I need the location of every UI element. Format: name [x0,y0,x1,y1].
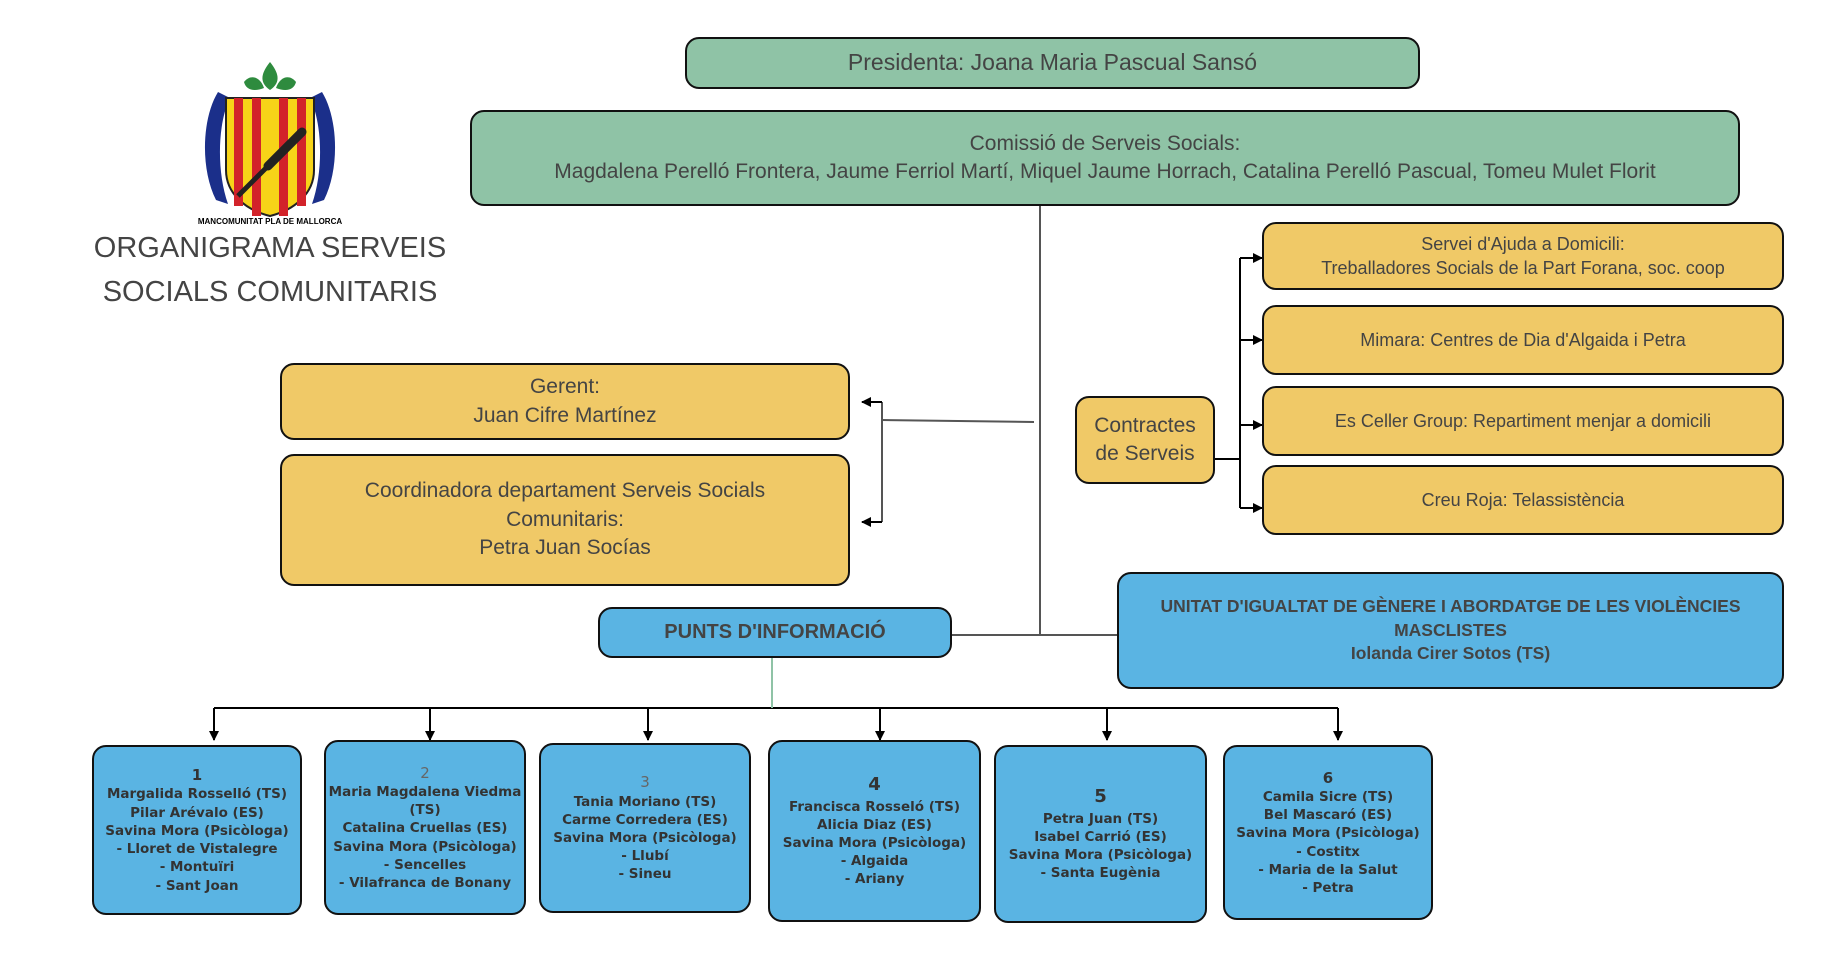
punt-line: - Santa Eugènia [1040,865,1161,882]
contract-box-ajuda-domicili: Servei d'Ajuda a Domicili: Treballadores… [1262,222,1784,290]
presidenta-box: Presidenta: Joana Maria Pascual Sansó [685,37,1420,89]
coordinadora-line1: Coordinadora departament Serveis Socials [364,479,766,503]
contractes-line2: de Serveis [1095,442,1195,465]
punt-line: Margalida Rosselló (TS) [106,786,288,803]
punt-line: - Sant Joan [155,877,239,894]
organigrama-title-line1: ORGANIGRAMA SERVEIS [93,232,447,264]
punt-line: - Lloret de Vistalegre [116,841,278,858]
punt-line: Tania Moriano (TS) [573,793,717,810]
contractes-box: Contractes de Serveis [1075,396,1215,484]
unitat-line2: MASCLISTES [1394,619,1507,640]
punt-line: Savina Mora (Psicòloga) [333,838,517,855]
logo-caption: MANCOMUNITAT PLA DE MALLORCA [198,217,342,226]
comissio-title: Comissió de Serveis Socials: [969,131,1241,155]
punt-number: 2 [420,763,430,782]
punt-line: Pilar Arévalo (ES) [130,804,264,821]
punt-line: - Llubí [621,848,669,865]
punt-informacio-6: 6 Camila Sicre (TS) Bel Mascaró (ES) Sav… [1223,745,1433,920]
contract-line1: Mimara: Centres de Dia d'Algaida i Petra [1360,329,1686,350]
punt-line: Savina Mora (Psicòloga) [105,822,289,839]
coordinadora-line2: Comunitaris: [506,507,624,531]
punt-informacio-4: 4 Francisca Rosseló (TS) Alicia Diaz (ES… [768,740,981,922]
coordinadora-box: Coordinadora departament Serveis Socials… [280,454,850,586]
punt-line: - Sineu [618,866,672,883]
punt-line: - Costitx [1296,843,1360,860]
punt-line: Savina Mora (Psicòloga) [1236,825,1420,842]
punt-line: Carme Corredera (ES) [562,811,728,828]
punts-informacio-label: PUNTS D'INFORMACIÓ [664,621,886,643]
organigrama-title-line2: SOCIALS COMUNITARIS [102,276,438,308]
punt-number: 5 [1094,786,1107,808]
coordinadora-name: Petra Juan Socías [479,536,651,560]
punt-line: Savina Mora (Psicòloga) [553,830,737,847]
gerent-box: Gerent: Juan Cifre Martínez [280,363,850,440]
punt-number: 6 [1322,768,1334,787]
contractes-line1: Contractes [1094,413,1196,437]
contract-line1: Es Celler Group: Repartiment menjar a do… [1334,410,1712,431]
unitat-line1: UNITAT D'IGUALTAT DE GÈNERE I ABORDATGE … [1160,596,1741,617]
mancomunitat-logo: MANCOMUNITAT PLA DE MALLORCA [198,62,342,226]
punt-line: - Sencelles [383,856,467,873]
punt-line: - Maria de la Salut [1258,861,1398,878]
contract-line1: Creu Roja: Telassistència [1421,489,1625,510]
punt-line: - Ariany [844,871,905,888]
punt-line: - Petra [1302,880,1354,897]
comissio-members: Magdalena Perelló Frontera, Jaume Ferrio… [554,160,1656,183]
punt-line: - Vilafranca de Bonany [338,875,512,892]
punt-informacio-3: 3 Tania Moriano (TS) Carme Corredera (ES… [539,743,751,913]
punt-line: - Montuïri [159,859,235,876]
punt-line: Maria Magdalena Viedma [328,783,522,800]
contract-box-es-celler: Es Celler Group: Repartiment menjar a do… [1262,386,1784,456]
punt-line: (TS) [409,802,441,819]
punt-line: Camila Sicre (TS) [1262,788,1394,805]
gerent-name: Juan Cifre Martínez [473,403,657,427]
unitat-igualtat-box: UNITAT D'IGUALTAT DE GÈNERE I ABORDATGE … [1117,572,1784,689]
contract-box-creu-roja: Creu Roja: Telassistència [1262,465,1784,535]
punt-informacio-1: 1 Margalida Rosselló (TS) Pilar Arévalo … [92,745,302,915]
punt-number: 3 [640,773,650,792]
punt-informacio-5: 5 Petra Juan (TS) Isabel Carrió (ES) Sav… [994,745,1207,923]
comissio-box: Comissió de Serveis Socials: Magdalena P… [470,110,1740,206]
punt-line: Petra Juan (TS) [1042,810,1159,827]
contract-box-mimara: Mimara: Centres de Dia d'Algaida i Petra [1262,305,1784,375]
punt-line: Catalina Cruellas (ES) [342,820,508,837]
punt-line: - Algaida [840,853,909,870]
unitat-name: Iolanda Cirer Sotos (TS) [1350,643,1551,664]
punt-line: Savina Mora (Psicòloga) [1008,847,1193,864]
punt-line: Alicia Diaz (ES) [817,816,932,833]
gerent-title: Gerent: [529,375,601,399]
punt-number: 4 [868,774,881,796]
punt-informacio-2: 2 Maria Magdalena Viedma (TS) Catalina C… [324,740,526,915]
punt-number: 1 [191,766,203,785]
punt-line: Isabel Carrió (ES) [1034,828,1167,845]
contract-line1: Servei d'Ajuda a Domicili: [1421,233,1625,254]
punt-line: Savina Mora (Psicòloga) [782,835,967,852]
contract-line2: Treballadores Socials de la Part Forana,… [1321,258,1725,278]
punt-line: Bel Mascaró (ES) [1263,807,1393,824]
punts-informacio-box: PUNTS D'INFORMACIÓ [598,607,952,658]
presidenta-label: Presidenta: Joana Maria Pascual Sansó [847,49,1258,76]
punt-line: Francisca Rosseló (TS) [789,798,960,815]
